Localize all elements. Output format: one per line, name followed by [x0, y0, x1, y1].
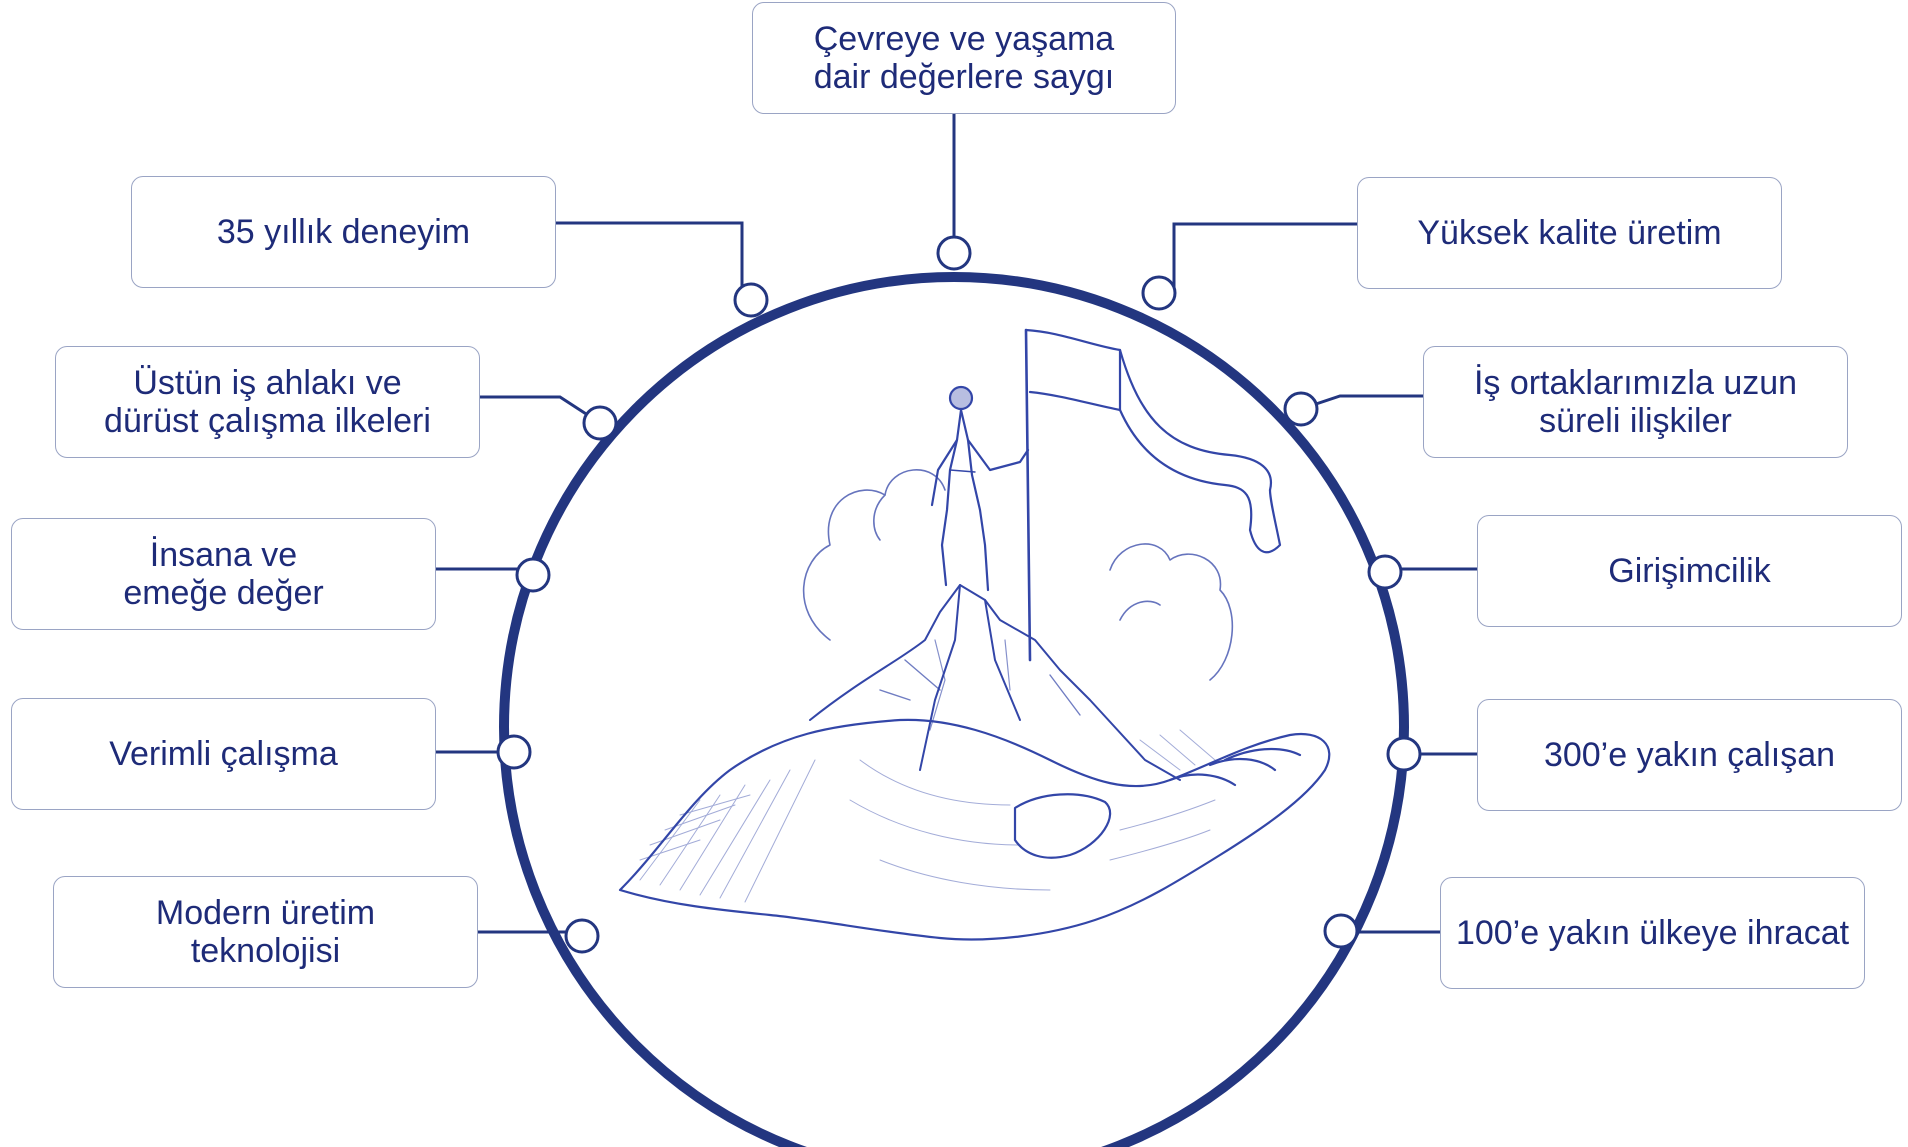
ring-node-right-1: [1141, 275, 1177, 311]
value-label-left-2: Üstün iş ahlakı ve dürüst çalışma ilkele…: [104, 363, 431, 440]
ring-node-left-4: [496, 734, 532, 770]
ring-node-right-3: [1367, 554, 1403, 590]
value-label-left-4: Verimli çalışma: [109, 734, 338, 773]
value-label-right-2: İş ortaklarımızla uzun süreli ilişkiler: [1473, 363, 1798, 440]
ring-nodes: [496, 235, 1422, 954]
ring-node-right-2: [1283, 391, 1319, 427]
ring-node-left-3: [515, 557, 551, 593]
value-label-top: Çevreye ve yaşama dair değerlere saygı: [813, 19, 1115, 96]
value-label-right-4: 300’e yakın çalışan: [1543, 735, 1836, 774]
value-box-left-1: 35 yıllık deneyim: [131, 176, 556, 288]
connector-left-1: [556, 221, 744, 300]
ring-node-left-1: [733, 282, 769, 318]
value-box-left-5: Modern üretim teknolojisi: [53, 876, 478, 988]
ring-node-left-5: [564, 918, 600, 954]
hand-mountain-illustration: [618, 328, 1331, 941]
connector-right-1: [1172, 222, 1357, 293]
connector-left-2: [480, 395, 601, 425]
connector-right-2: [1300, 394, 1423, 411]
value-label-left-5: Modern üretim teknolojisi: [155, 893, 376, 970]
person-with-flag-icon: [930, 328, 1282, 662]
value-box-right-5: 100’e yakın ülkeye ihracat: [1440, 877, 1865, 989]
value-box-right-3: Girişimcilik: [1477, 515, 1902, 627]
value-label-right-3: Girişimcilik: [1608, 551, 1771, 590]
value-label-right-1: Yüksek kalite üretim: [1417, 213, 1722, 252]
value-box-right-4: 300’e yakın çalışan: [1477, 699, 1902, 811]
ring-node-right-5: [1323, 913, 1359, 949]
value-box-left-3: İnsana ve emeğe değer: [11, 518, 436, 630]
value-box-left-4: Verimli çalışma: [11, 698, 436, 810]
ring-node-top: [936, 235, 972, 271]
value-box-right-1: Yüksek kalite üretim: [1357, 177, 1782, 289]
main-ring: [499, 272, 1409, 1147]
ring-node-right-4: [1386, 736, 1422, 772]
value-label-left-1: 35 yıllık deneyim: [216, 212, 471, 251]
value-box-top: Çevreye ve yaşama dair değerlere saygı: [752, 2, 1176, 114]
value-box-left-2: Üstün iş ahlakı ve dürüst çalışma ilkele…: [55, 346, 480, 458]
value-label-left-3: İnsana ve emeğe değer: [123, 535, 324, 612]
value-box-right-2: İş ortaklarımızla uzun süreli ilişkiler: [1423, 346, 1848, 458]
cloud-icon: [802, 469, 1234, 681]
value-label-right-5: 100’e yakın ülkeye ihracat: [1455, 913, 1850, 952]
ring-node-left-2: [582, 405, 618, 441]
hand-shading: [639, 729, 1216, 903]
open-hand-icon: [618, 718, 1331, 941]
mountain-peak-icon: [809, 584, 1181, 781]
connector-lines: [436, 114, 1477, 934]
